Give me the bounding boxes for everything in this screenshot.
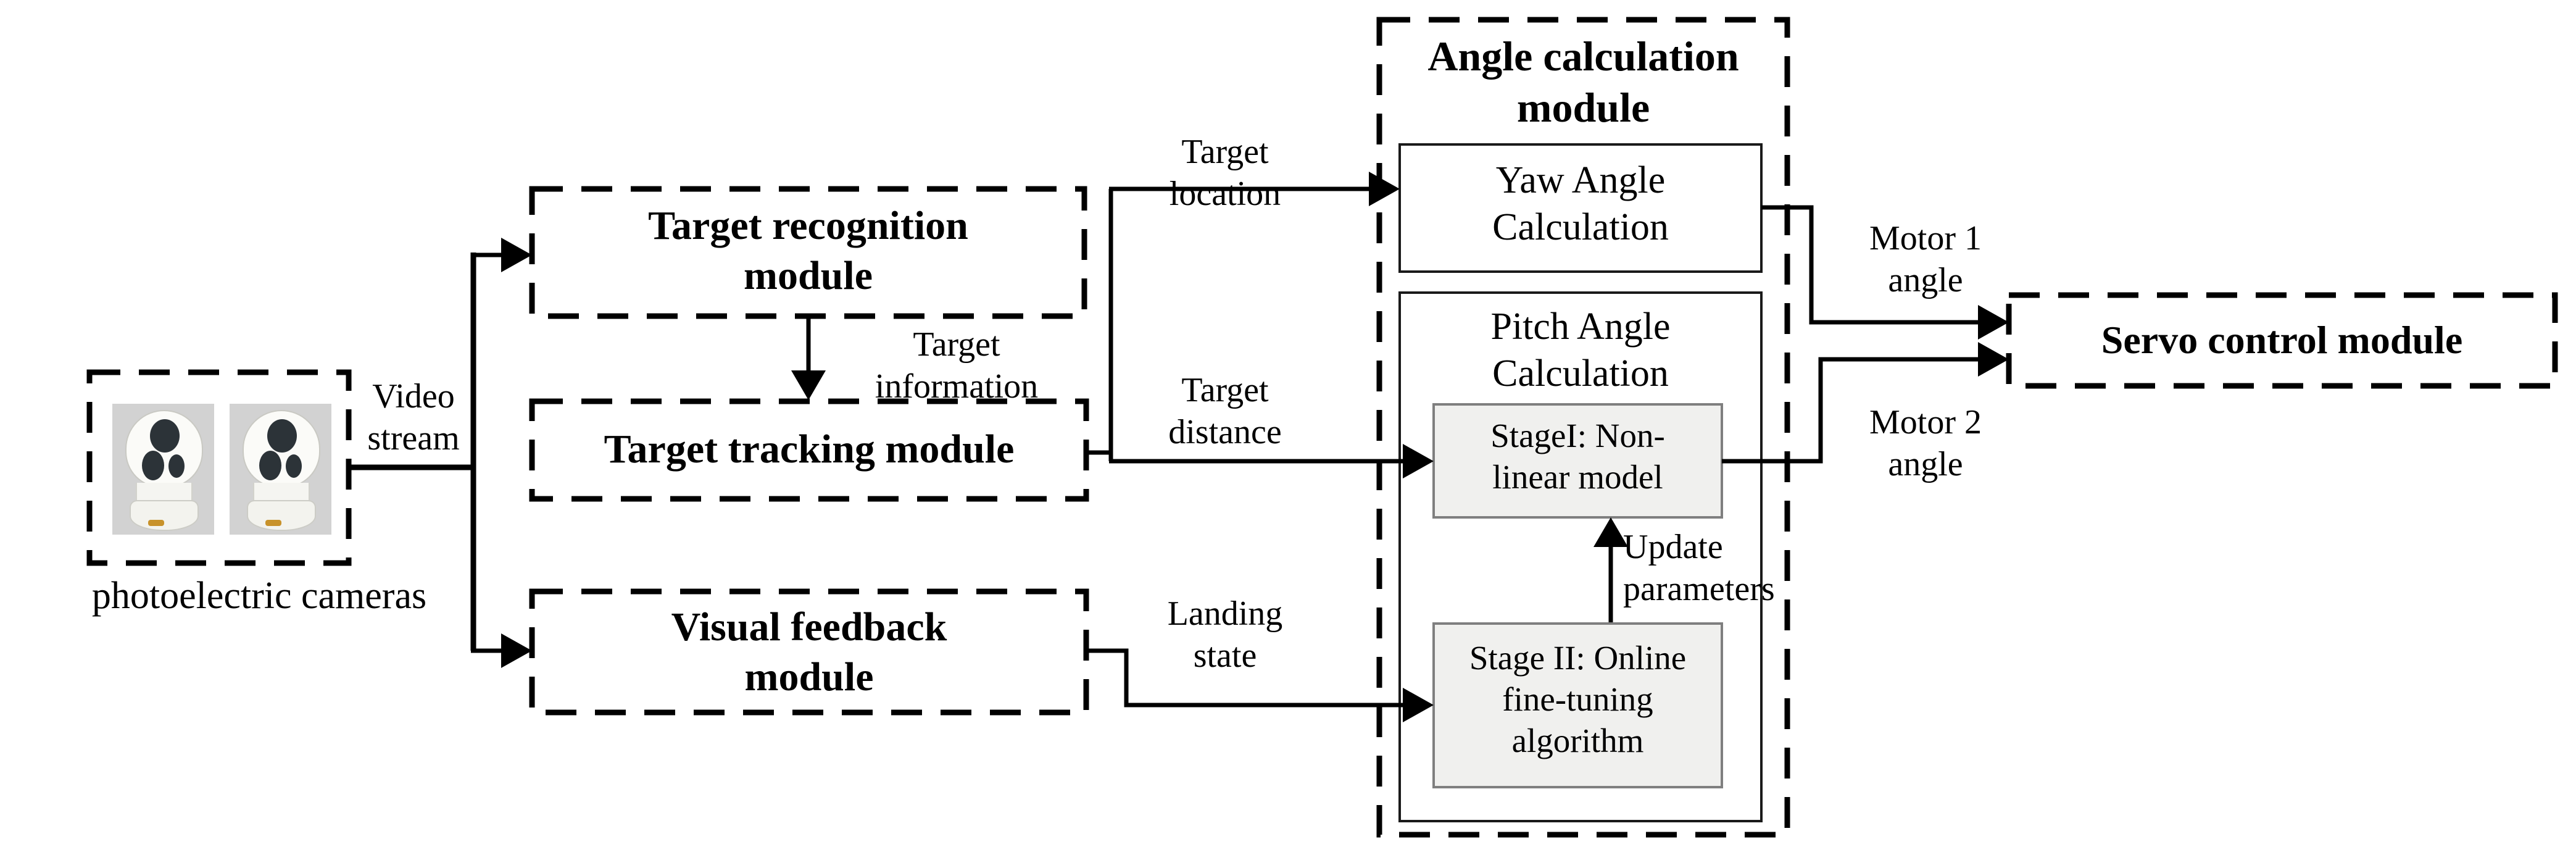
angle-module-line2: module <box>1516 83 1650 131</box>
visual-feedback-line2: module <box>744 654 874 699</box>
motor1-angle-label: Motor 1 angle <box>1842 217 2009 302</box>
cameras-caption-text: photoelectric cameras <box>91 575 427 617</box>
stage2-box <box>1432 622 1723 788</box>
motor2-angle-label: Motor 2 angle <box>1842 401 2009 486</box>
video-stream-line2: stream <box>367 419 460 458</box>
target-distance-arrowhead <box>1403 444 1434 478</box>
update-parameters-line2: parameters <box>1623 570 1775 609</box>
motor2-angle-line2: angle <box>1888 445 1963 484</box>
landing-state-line <box>1084 648 1405 708</box>
target-distance-line2: distance <box>1168 413 1282 452</box>
pitch-angle-label: Pitch Angle Calculation <box>1400 304 1761 397</box>
yaw-angle-line1: Yaw Angle <box>1495 159 1666 201</box>
stage1-line2: linear model <box>1492 458 1663 496</box>
camera-connector-dot <box>148 520 164 526</box>
landing-state-line2: state <box>1193 637 1257 675</box>
video-stream-label: Video stream <box>346 375 481 460</box>
yaw-angle-line2: Calculation <box>1492 206 1669 248</box>
target-distance-line1: Target <box>1181 371 1269 409</box>
motor2-arrowhead <box>1978 342 2009 377</box>
update-parameters-line1: Update <box>1623 528 1723 566</box>
camera-lens-icon <box>150 419 180 453</box>
target-recognition-box <box>529 186 1087 319</box>
target-location-label: Target location <box>1123 131 1327 215</box>
target-location-line2: location <box>1169 175 1281 214</box>
camera-lens-icon <box>267 419 297 453</box>
to-visual-feedback-arrowhead <box>501 633 532 668</box>
motor2-angle-line1: Motor 2 <box>1869 403 1982 441</box>
yaw-to-servo-line <box>1761 205 1980 325</box>
servo-control-box <box>2006 292 2558 389</box>
motor1-angle-line1: Motor 1 <box>1869 219 1982 257</box>
update-parameters-arrowhead <box>1593 517 1628 547</box>
target-recognition-line1: Target recognition <box>648 203 968 248</box>
pitch-angle-line2: Calculation <box>1492 352 1669 395</box>
cameras-caption: photoelectric cameras <box>6 573 512 620</box>
target-location-line1: Target <box>1181 133 1269 171</box>
camera-base <box>247 500 316 531</box>
stage2-line2: fine-tuning <box>1502 680 1653 719</box>
camera-lens-icon <box>286 454 302 478</box>
angle-module-line1: Angle calculation <box>1427 33 1739 80</box>
target-information-label: Target information <box>833 324 1080 408</box>
angle-module-title: Angle calculation module <box>1379 31 1787 133</box>
video-stream-line1: Video <box>372 377 455 415</box>
update-parameters-label: Update parameters <box>1623 526 1808 611</box>
target-information-line2: information <box>875 367 1039 406</box>
camera-lens-icon <box>142 451 164 480</box>
camera-base <box>130 500 199 531</box>
target-information-line1: Target <box>913 325 1000 364</box>
motor1-angle-line2: angle <box>1888 261 1963 300</box>
target-tracking-text: Target tracking module <box>604 427 1015 472</box>
stage1-to-servo-line <box>1722 357 1980 464</box>
stage2-line1: Stage II: Online <box>1469 639 1687 677</box>
pitch-angle-line1: Pitch Angle <box>1490 306 1671 348</box>
pitch-angle-box <box>1398 291 1763 822</box>
landing-state-arrowhead <box>1403 688 1434 722</box>
servo-control-label: Servo control module <box>2009 316 2555 364</box>
camera-photo-right <box>230 404 331 535</box>
to-recognition-arrowhead <box>501 238 532 272</box>
target-information-arrowhead <box>791 370 826 400</box>
target-recognition-label: Target recognition module <box>532 201 1084 301</box>
target-tracking-box <box>529 398 1089 502</box>
stage1-label: StageI: Non- linear model <box>1434 415 1722 498</box>
landing-state-line1: Landing <box>1167 595 1283 633</box>
camera-body-icon <box>125 410 203 488</box>
yaw-angle-label: Yaw Angle Calculation <box>1400 157 1761 251</box>
target-tracking-label: Target tracking module <box>532 425 1086 475</box>
camera-body-icon <box>243 410 320 488</box>
target-recognition-line2: module <box>743 253 873 298</box>
angle-calculation-box <box>1376 17 1790 838</box>
visual-feedback-label: Visual feedback module <box>532 603 1086 702</box>
landing-state-label: Landing state <box>1123 593 1327 677</box>
camera-lens-icon <box>168 454 185 478</box>
visual-feedback-line1: Visual feedback <box>671 604 947 649</box>
camera-photo-left <box>112 404 214 535</box>
motor1-arrowhead <box>1978 305 2009 340</box>
camera-lens-icon <box>259 451 281 480</box>
servo-control-text: Servo control module <box>2101 318 2463 362</box>
stage1-line1: StageI: Non- <box>1490 417 1665 454</box>
target-location-arrowhead <box>1369 172 1400 206</box>
camera-connector-dot <box>265 520 281 526</box>
target-distance-label: Target distance <box>1123 369 1327 454</box>
stage2-line3: algorithm <box>1511 722 1644 760</box>
stage2-label: Stage II: Online fine-tuning algorithm <box>1434 637 1722 761</box>
